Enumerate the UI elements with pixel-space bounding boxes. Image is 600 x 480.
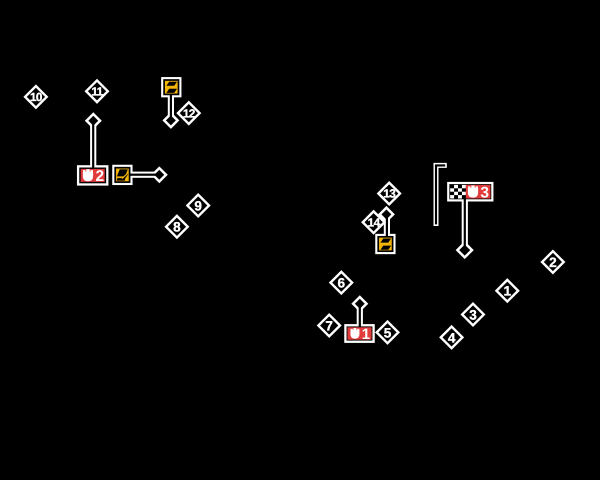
svg-text:5: 5 [384, 325, 392, 340]
svg-text:11: 11 [91, 85, 103, 99]
svg-text:12: 12 [183, 106, 196, 120]
svg-text:3: 3 [469, 307, 477, 322]
svg-text:10: 10 [30, 90, 43, 104]
svg-text:3: 3 [480, 184, 489, 201]
svg-text:4: 4 [448, 330, 456, 345]
svg-text:13: 13 [383, 187, 396, 201]
svg-text:2: 2 [549, 255, 557, 270]
svg-text:14: 14 [368, 215, 381, 229]
svg-text:6: 6 [338, 276, 346, 291]
svg-text:2: 2 [95, 168, 104, 185]
svg-text:9: 9 [194, 198, 202, 213]
svg-text:8: 8 [173, 220, 181, 235]
svg-text:1: 1 [362, 326, 370, 343]
svg-text:1: 1 [504, 284, 512, 299]
svg-text:7: 7 [325, 318, 333, 333]
